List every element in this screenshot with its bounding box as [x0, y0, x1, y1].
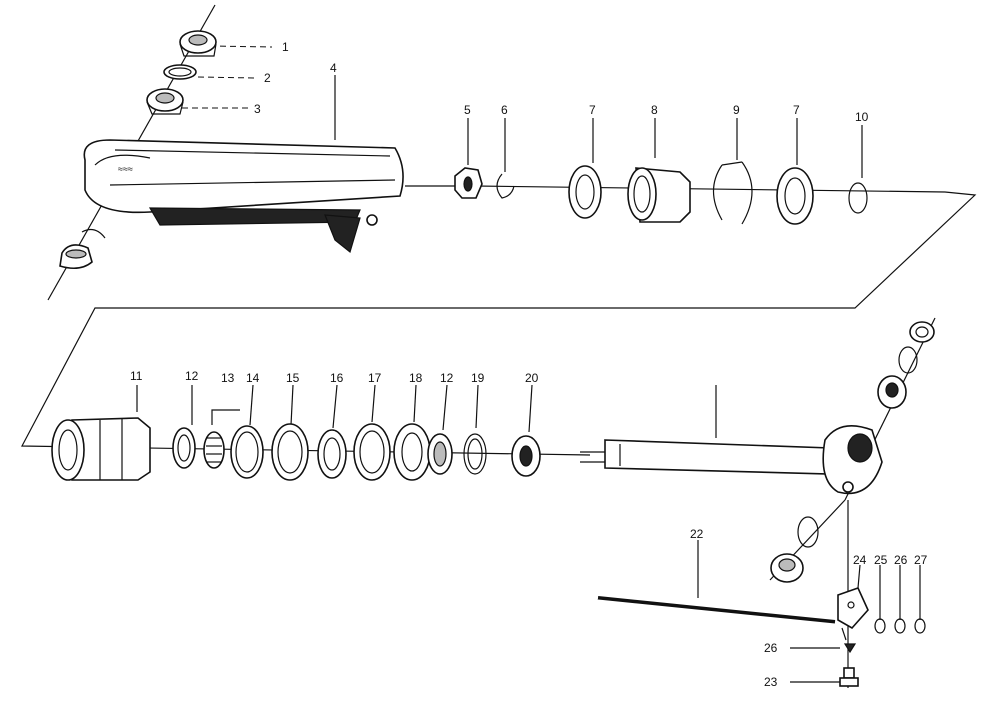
label-part-1: 1	[282, 40, 289, 54]
part-9-spring-clip	[712, 161, 753, 225]
label-part-2: 2	[264, 71, 271, 85]
part-26-small-pin	[843, 643, 857, 654]
lower-seal-parts	[770, 516, 819, 583]
part-21-shaft-housing	[580, 321, 935, 495]
label-part-11: 11	[130, 369, 143, 383]
label-part-6: 6	[501, 103, 508, 117]
label-part-7-a: 7	[589, 103, 596, 117]
label-part-17: 17	[368, 371, 382, 385]
label-part-12-b: 12	[440, 371, 454, 385]
part-22-rod	[597, 596, 836, 625]
label-part-24: 24	[853, 553, 867, 567]
leader-lines	[136, 45, 921, 683]
part-6-clip	[496, 173, 515, 199]
label-part-15: 15	[286, 371, 300, 385]
part-number-labels: 1 2 3 4 5 6 7 8 9 7 10 11 12 13 14 15 16…	[130, 40, 928, 689]
part-23-screw	[839, 667, 859, 687]
part-7-ring-a	[568, 165, 602, 219]
part-14-ring	[230, 425, 264, 479]
label-part-14: 14	[246, 371, 260, 385]
label-part-26-b: 26	[764, 641, 778, 655]
label-part-7-b: 7	[793, 103, 800, 117]
part-8-sleeve	[627, 167, 691, 223]
label-part-4: 4	[330, 61, 337, 75]
parts-25-27-small-fittings	[874, 618, 926, 634]
label-part-5: 5	[464, 103, 471, 117]
label-part-16: 16	[330, 371, 344, 385]
part-1-nut	[179, 30, 217, 57]
label-part-3: 3	[254, 102, 261, 116]
part-3-nut	[146, 88, 184, 115]
svg-text:≈≈≈: ≈≈≈	[118, 164, 133, 174]
part-20-bushing	[511, 435, 541, 477]
part-12-bushing-a	[172, 427, 196, 469]
label-part-13: 13	[221, 371, 235, 385]
part-2-washer	[163, 64, 197, 80]
part-17-ring	[353, 423, 391, 481]
label-part-20: 20	[525, 371, 539, 385]
label-part-27: 27	[914, 553, 928, 567]
part-4-handle-housing: ≈≈≈	[59, 139, 404, 270]
label-part-9: 9	[733, 103, 740, 117]
part-13-spring	[203, 431, 225, 469]
label-part-22: 22	[690, 527, 704, 541]
label-part-25: 25	[874, 553, 888, 567]
label-part-19: 19	[471, 371, 485, 385]
part-12-bushing-b	[427, 433, 453, 475]
part-10-snap-ring	[848, 182, 868, 214]
part-18-ring	[393, 423, 431, 481]
label-part-8: 8	[651, 103, 658, 117]
label-part-10: 10	[855, 110, 869, 124]
part-11-sleeve	[51, 417, 151, 481]
label-part-26-a: 26	[894, 553, 908, 567]
part-15-ring	[271, 423, 309, 481]
part-24-lever	[837, 587, 869, 641]
part-7-ring-b	[776, 167, 814, 225]
label-part-12-a: 12	[185, 369, 199, 383]
part-16-ring	[317, 429, 347, 479]
label-part-18: 18	[409, 371, 423, 385]
label-part-23: 23	[764, 675, 778, 689]
part-5-hex-nut	[454, 167, 483, 199]
part-19-o-ring	[463, 433, 487, 475]
